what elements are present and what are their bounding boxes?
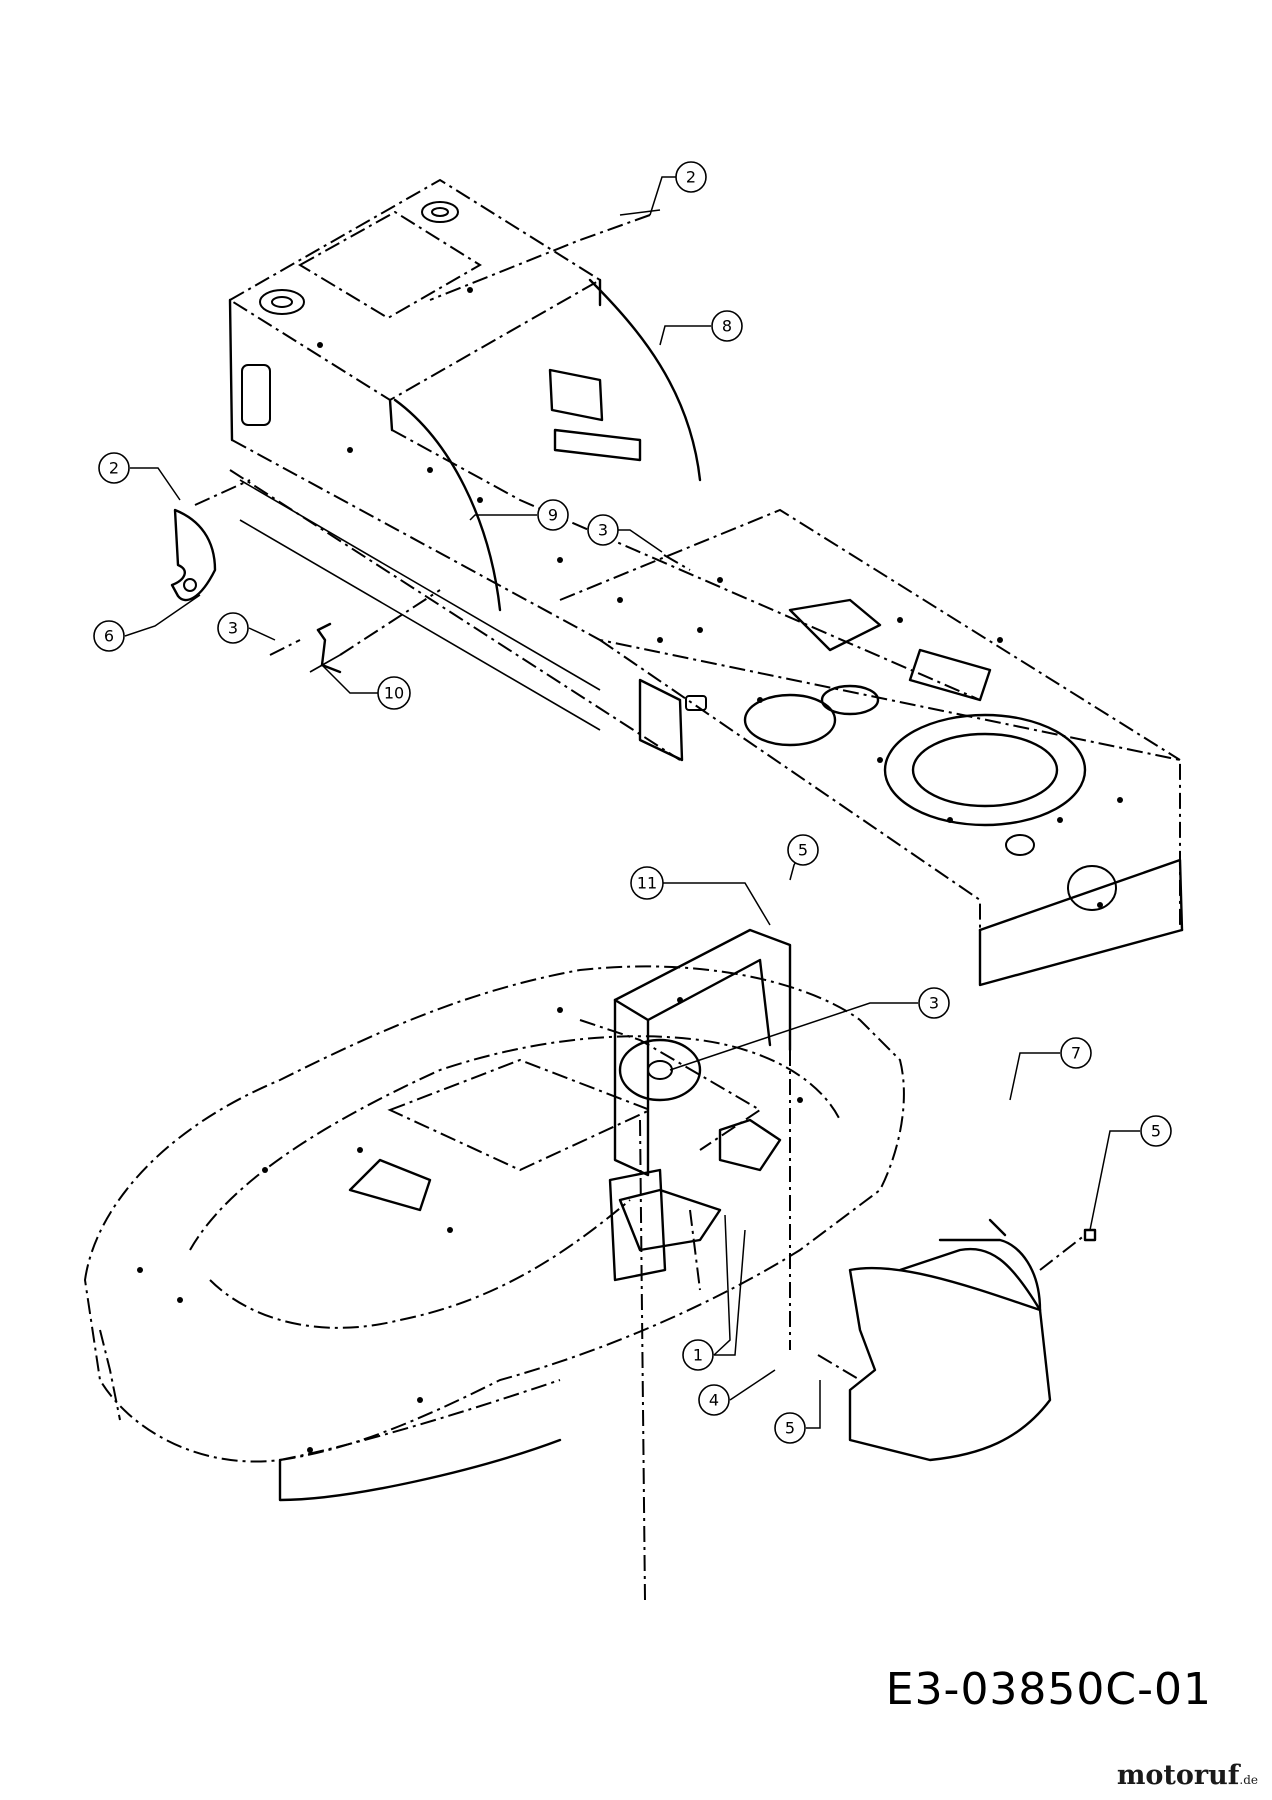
svg-text:2: 2 bbox=[686, 168, 696, 187]
callout-8: 8 bbox=[711, 310, 743, 342]
svg-text:4: 4 bbox=[709, 1391, 719, 1410]
diagram-reference-code: E3-03850C-01 bbox=[885, 1664, 1212, 1715]
callout-9: 9 bbox=[537, 499, 569, 531]
callout-5-bottom: 5 bbox=[774, 1412, 806, 1444]
tractor-frame bbox=[170, 178, 1184, 987]
callout-2-left: 2 bbox=[98, 452, 130, 484]
callout-3-left: 3 bbox=[217, 612, 249, 644]
callout-2-top: 2 bbox=[675, 161, 707, 193]
svg-text:3: 3 bbox=[228, 619, 238, 638]
svg-text:9: 9 bbox=[548, 506, 558, 525]
svg-text:10: 10 bbox=[384, 684, 404, 703]
svg-text:5: 5 bbox=[798, 841, 808, 860]
callout-11: 11 bbox=[630, 866, 664, 900]
callout-10: 10 bbox=[377, 676, 411, 710]
callout-5-top: 5 bbox=[787, 834, 819, 866]
callout-1: 1 bbox=[682, 1339, 714, 1371]
svg-text:1: 1 bbox=[693, 1346, 703, 1365]
callout-3-deck: 3 bbox=[918, 987, 950, 1019]
svg-text:5: 5 bbox=[785, 1419, 795, 1438]
callout-6: 6 bbox=[93, 620, 125, 652]
svg-text:3: 3 bbox=[598, 521, 608, 540]
watermark-logo: motoruf.de bbox=[1117, 1760, 1258, 1791]
svg-text:3: 3 bbox=[929, 994, 939, 1013]
svg-text:8: 8 bbox=[722, 317, 732, 336]
callout-4: 4 bbox=[698, 1384, 730, 1416]
svg-text:11: 11 bbox=[637, 874, 657, 893]
svg-text:2: 2 bbox=[109, 459, 119, 478]
callout-3-frame: 3 bbox=[587, 514, 619, 546]
svg-text:5: 5 bbox=[1151, 1122, 1161, 1141]
svg-text:7: 7 bbox=[1071, 1044, 1081, 1063]
watermark-suffix: .de bbox=[1239, 1773, 1258, 1787]
mower-deck bbox=[83, 928, 1097, 1601]
svg-text:6: 6 bbox=[104, 627, 114, 646]
callout-7: 7 bbox=[1060, 1037, 1092, 1069]
watermark-brand: motoruf bbox=[1116, 1760, 1240, 1791]
callout-5-right: 5 bbox=[1140, 1115, 1172, 1147]
